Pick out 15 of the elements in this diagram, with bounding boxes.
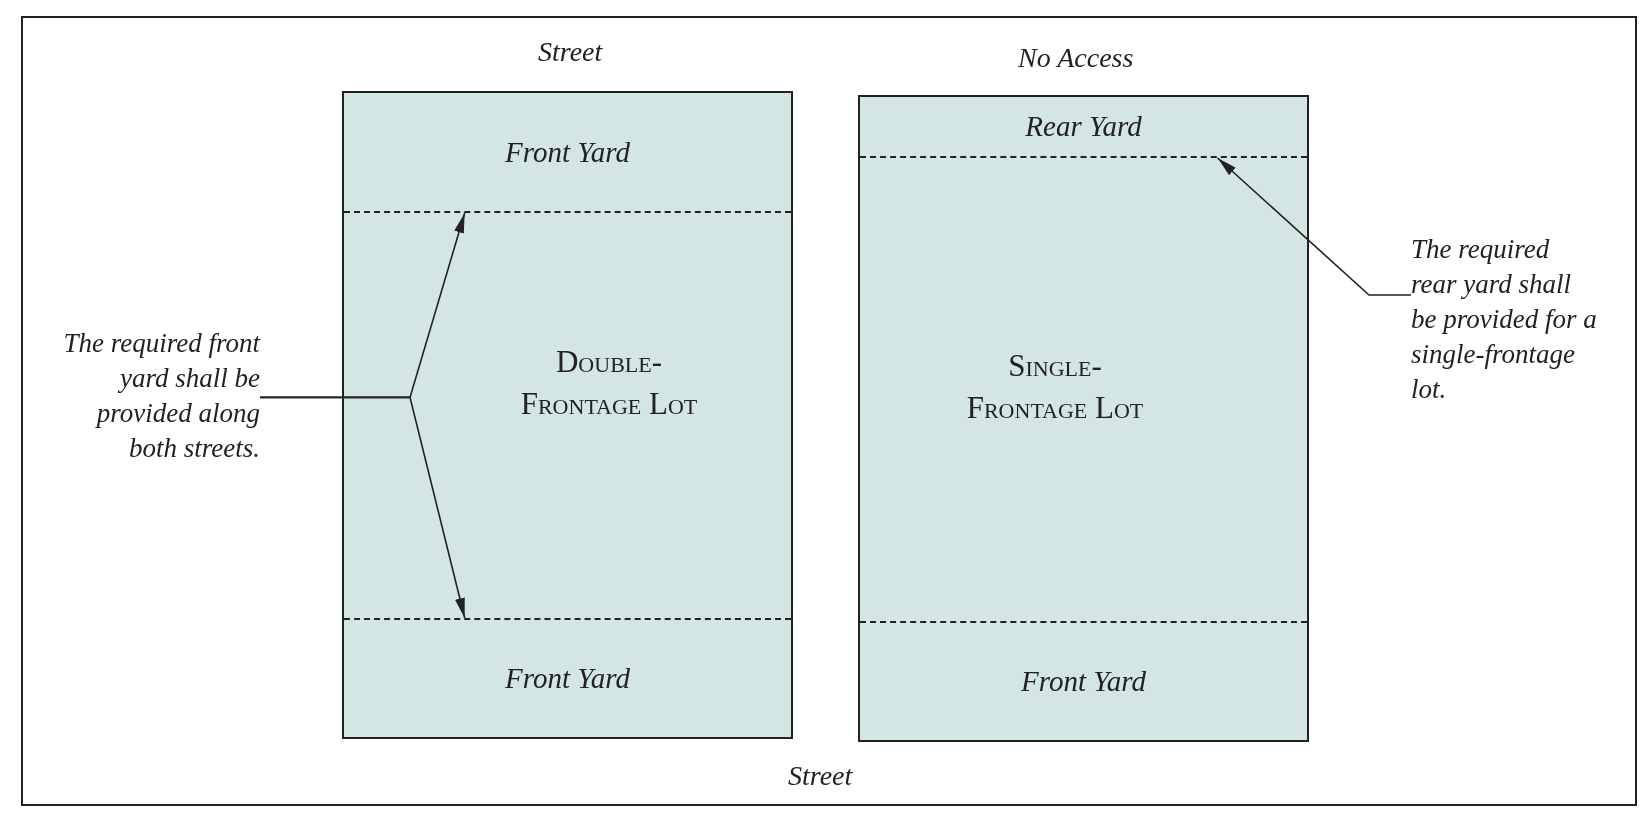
leader-line: [259, 396, 466, 619]
lot-name: Single-Frontage Lot: [965, 347, 1145, 427]
lot-area: [342, 91, 793, 739]
lot-name: Double-Frontage Lot: [519, 343, 699, 423]
callout-text: The required rear yard shall be provided for a single-frontage lot.: [1411, 232, 1601, 442]
street-label: No Access: [1018, 42, 1134, 74]
street-label: Street: [538, 36, 603, 68]
lot-area: [858, 95, 1309, 742]
leader-line: [1216, 157, 1412, 296]
callout-text: The required front yard shall be provided along both streets.: [50, 326, 260, 496]
yard-area: Front Yard: [860, 621, 1307, 740]
yard-area: Front Yard: [344, 93, 791, 213]
yard-area: Rear Yard: [860, 97, 1307, 158]
yard-area: Front Yard: [344, 618, 791, 737]
street-label: Street: [788, 760, 853, 792]
